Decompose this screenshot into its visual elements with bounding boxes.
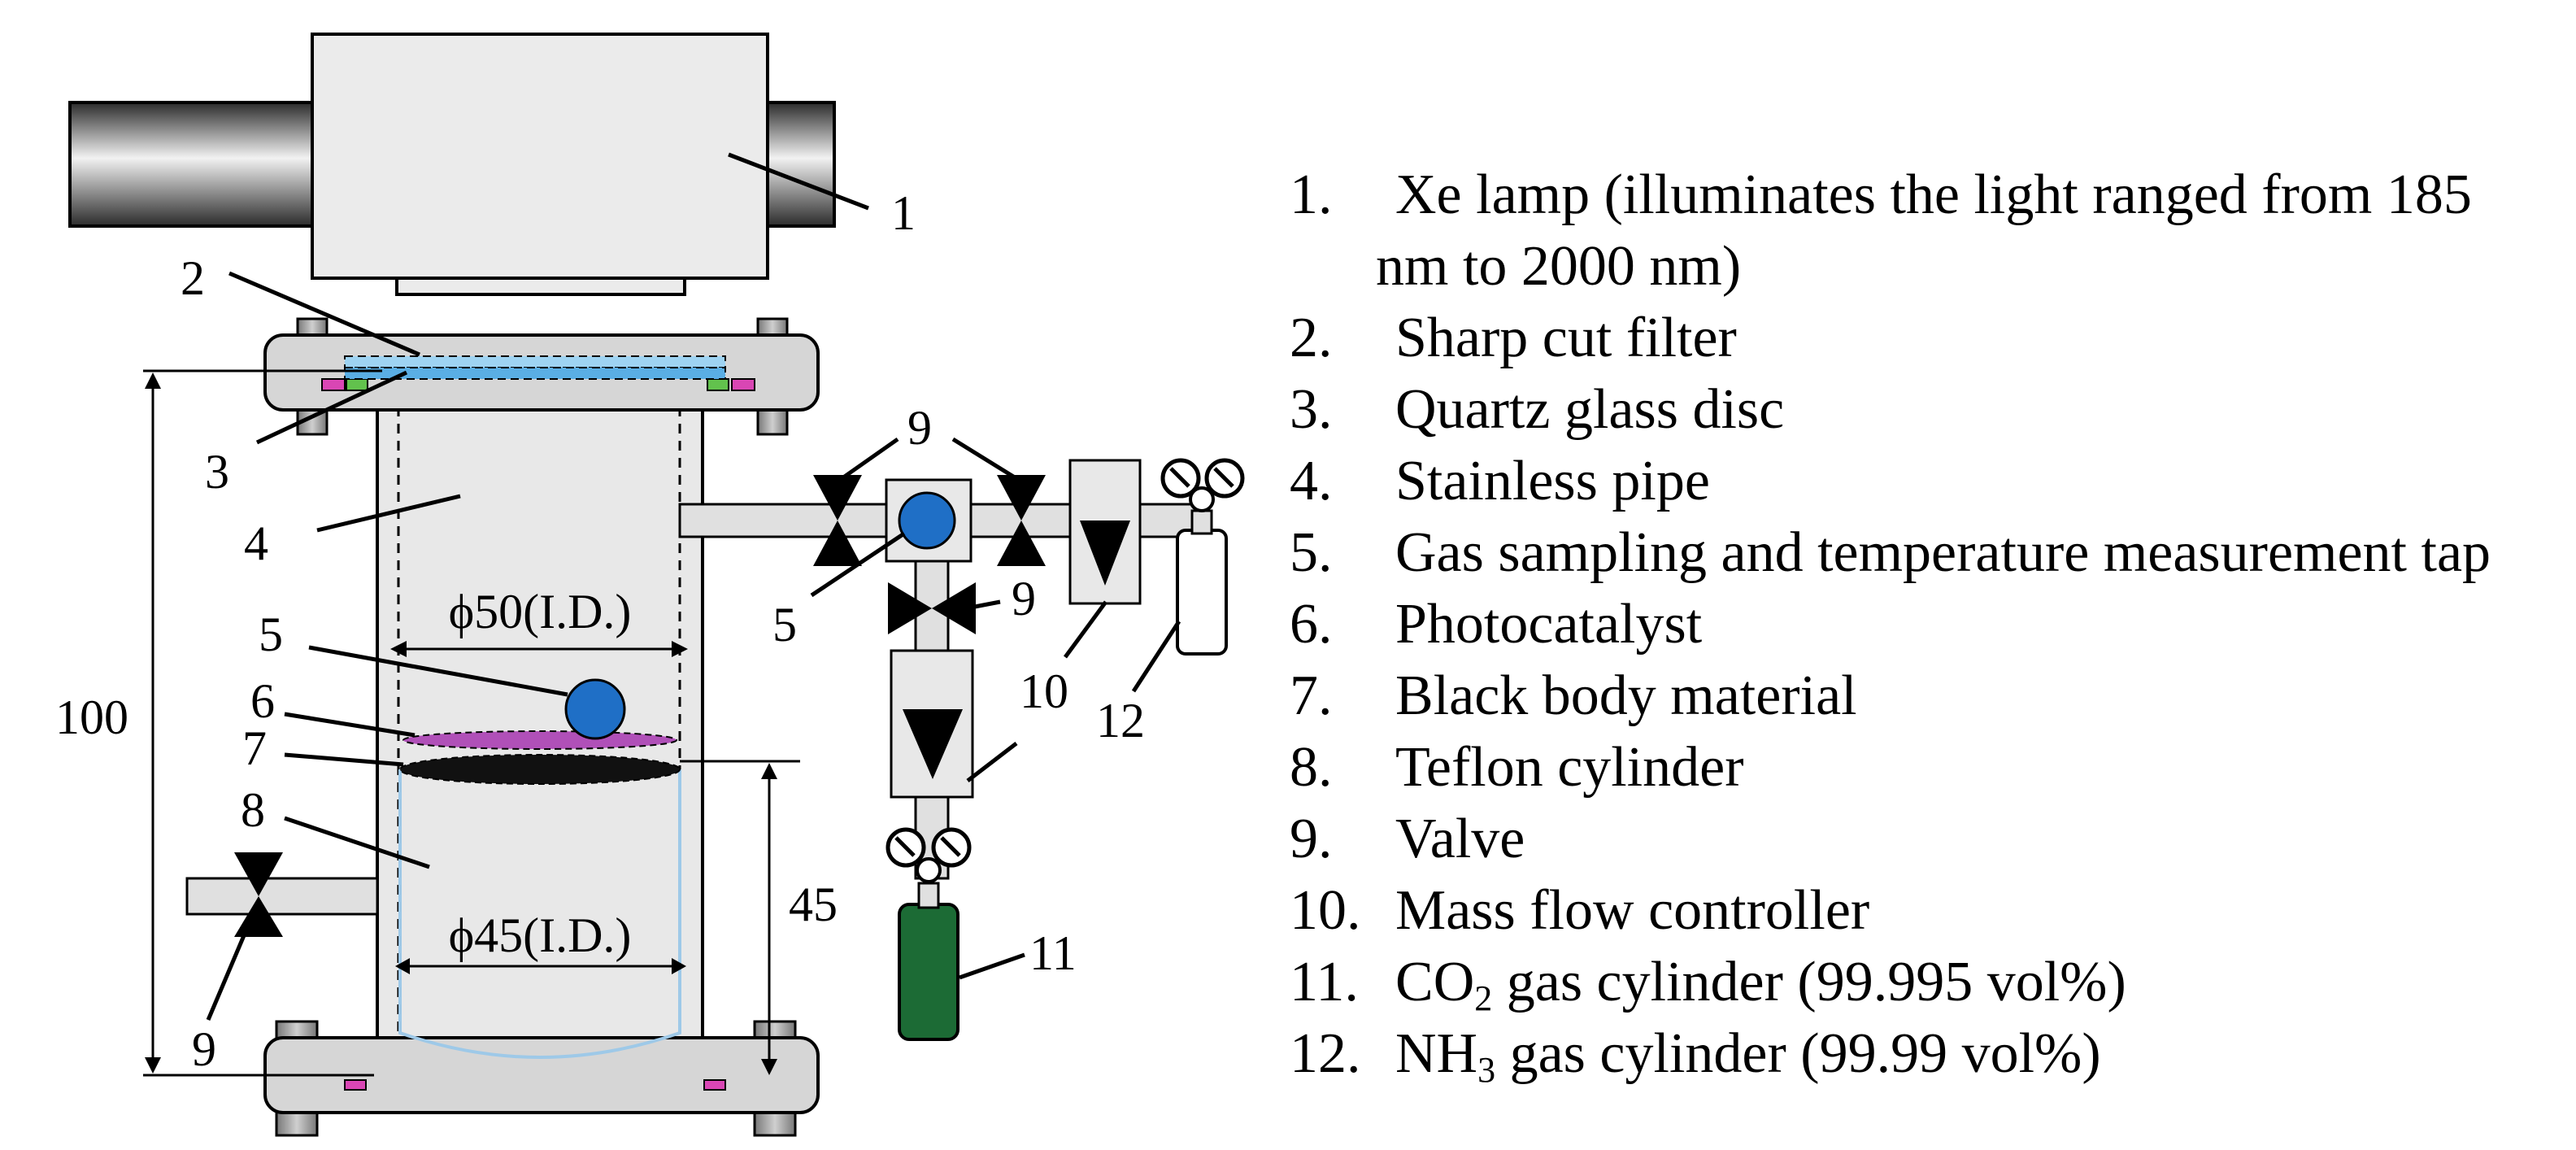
- legend-num: 8.: [1290, 736, 1333, 799]
- xe-lamp: [68, 33, 836, 296]
- legend-text-nh3: NH3 gas cylinder (99.99 vol%): [1395, 1022, 2101, 1090]
- bottom-flange: [263, 1020, 820, 1137]
- sharp-cut-filter: [344, 355, 726, 368]
- dimension-phi45: ϕ45(I.D.): [449, 908, 632, 962]
- teflon-cylinder: [398, 769, 681, 1059]
- drain-pipe: [185, 877, 379, 916]
- legend-num: 7.: [1290, 664, 1333, 727]
- legend-text-cont: nm to 2000 nm): [1376, 235, 1741, 298]
- valve-left: [813, 475, 862, 566]
- black-body-material: [399, 754, 681, 785]
- legend-text: Mass flow controller: [1395, 879, 1869, 942]
- mass-flow-controller-nh3: [1068, 459, 1142, 605]
- dimension-45: 45: [789, 878, 838, 931]
- callout-4: 4: [244, 516, 268, 570]
- legend-text: Valve: [1395, 808, 1525, 870]
- legend-num: 6.: [1290, 593, 1333, 656]
- legend-num: 10.: [1290, 879, 1361, 942]
- valve-right: [997, 475, 1046, 566]
- callout-8: 8: [241, 783, 265, 837]
- photocatalyst: [402, 730, 677, 750]
- sampling-tap-outer: [898, 491, 956, 550]
- dimension-lines: [143, 369, 800, 1077]
- callout-12: 12: [1096, 694, 1145, 747]
- legend-num: 9.: [1290, 808, 1333, 870]
- legend-text: Photocatalyst: [1395, 593, 1703, 656]
- callout-5-inner: 5: [259, 608, 283, 661]
- gasket: [731, 378, 755, 391]
- gasket: [321, 378, 346, 391]
- co2-gas-cylinder: [886, 827, 972, 1041]
- callout-9-lower: 9: [1012, 572, 1036, 625]
- callout-3: 3: [205, 445, 229, 499]
- callout-6: 6: [250, 674, 275, 728]
- legend-num: 2.: [1290, 307, 1333, 369]
- legend-text: Sharp cut filter: [1395, 307, 1737, 369]
- valve-lower: [888, 582, 976, 634]
- stainless-pipe: [376, 405, 704, 1051]
- legend-text: Gas sampling and temperature measurement…: [1395, 521, 2491, 584]
- callout-1: 1: [891, 186, 916, 240]
- legend-num: 4.: [1290, 450, 1333, 512]
- legend-num: 5.: [1290, 521, 1333, 584]
- quartz-glass-disc: [344, 367, 726, 380]
- callout-11: 11: [1029, 926, 1077, 980]
- legend-num: 1.: [1290, 163, 1333, 226]
- legend-text: Quartz glass disc: [1395, 378, 1784, 441]
- callout-2: 2: [181, 251, 205, 305]
- legend-num: 11.: [1290, 951, 1359, 1013]
- mass-flow-controller-co2: [890, 649, 974, 799]
- legend-num: 12.: [1290, 1022, 1361, 1085]
- leader-lines: [206, 152, 1181, 1021]
- legend-text-co2: CO2 gas cylinder (99.995 vol%): [1395, 951, 2126, 1018]
- callout-10: 10: [1020, 664, 1068, 718]
- callout-5-outer: 5: [772, 598, 797, 651]
- callout-9-top: 9: [907, 401, 932, 455]
- legend-text: Black body material: [1395, 664, 1857, 727]
- legend: 1. Xe lamp (illuminates the light ranged…: [1290, 163, 2491, 1090]
- nh3-gas-cylinder: [1160, 458, 1245, 656]
- sampling-tap-inner: [564, 678, 626, 740]
- legend-text: Stainless pipe: [1395, 450, 1710, 512]
- dimension-100: 100: [55, 690, 128, 744]
- gasket: [707, 378, 729, 391]
- legend-text: Xe lamp (illuminates the light ranged fr…: [1395, 163, 2472, 226]
- callout-9-drain: 9: [192, 1022, 216, 1076]
- gasket: [346, 378, 368, 391]
- legend-num: 3.: [1290, 378, 1333, 441]
- legend-text: Teflon cylinder: [1395, 736, 1744, 799]
- callout-7: 7: [242, 721, 267, 775]
- dimension-phi50: ϕ50(I.D.): [449, 585, 632, 638]
